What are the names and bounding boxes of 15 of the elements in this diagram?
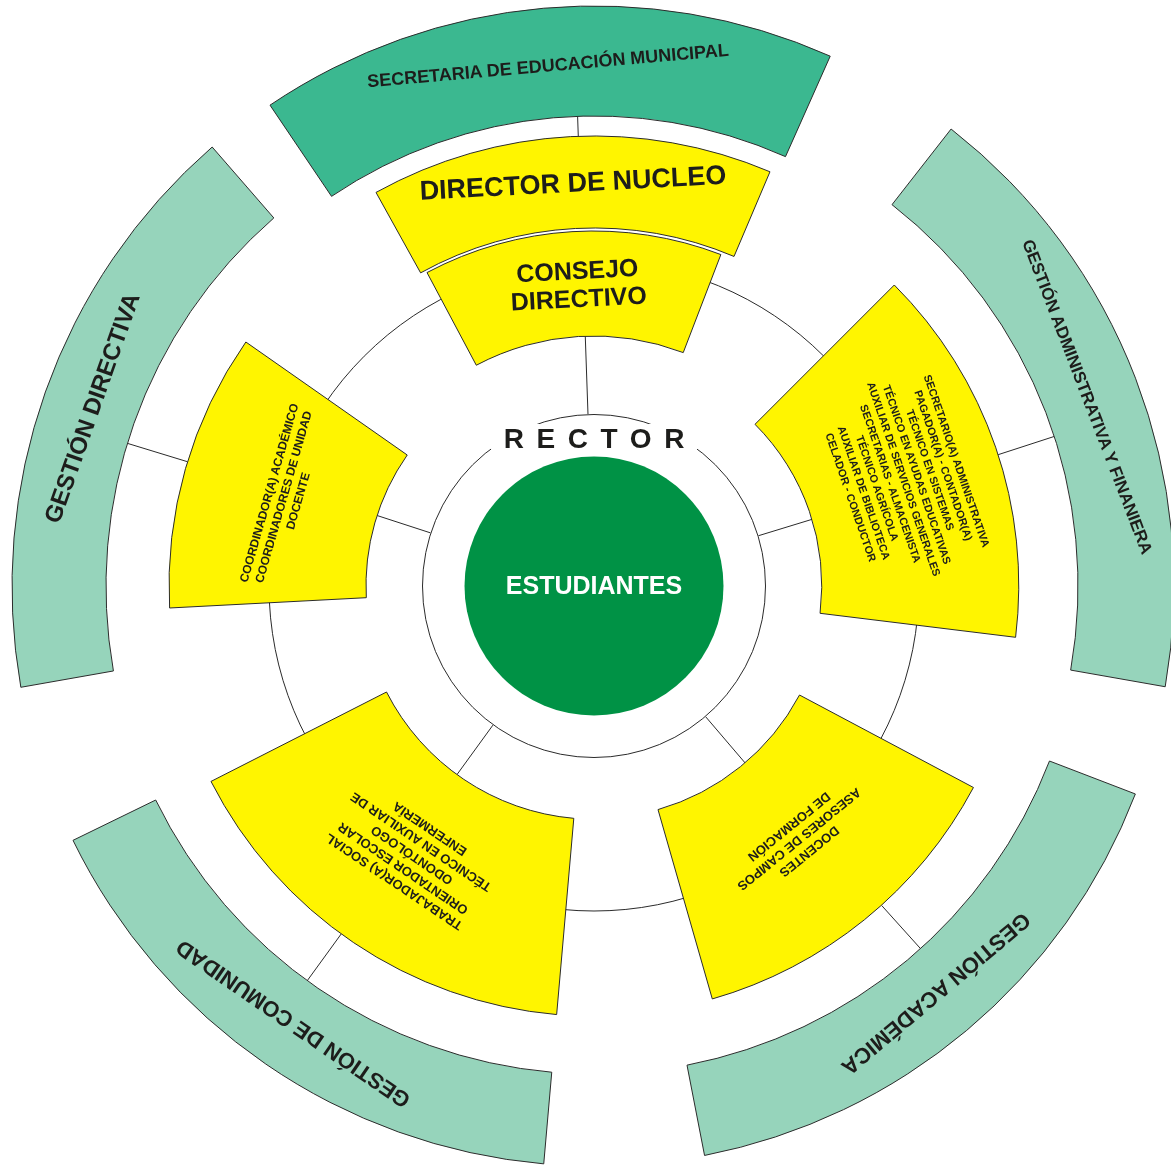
connector-line xyxy=(126,442,189,463)
band-title: SECRETARIA DE EDUCACIÓN MUNICIPAL xyxy=(366,38,731,94)
connector-line xyxy=(376,515,431,534)
connector-line xyxy=(705,716,746,764)
rector-label: RECTOR xyxy=(503,424,697,454)
connector-line xyxy=(456,724,494,775)
connector-line xyxy=(577,115,579,137)
connector-line xyxy=(758,518,813,537)
connector-line xyxy=(306,933,342,982)
connector-line xyxy=(584,335,589,415)
band-title: CONSEJO DIRECTIVO xyxy=(509,252,649,317)
connector-line xyxy=(881,905,922,950)
center-label: ESTUDIANTES xyxy=(505,570,683,602)
band-title: DIRECTOR DE NUCLEO xyxy=(418,158,728,208)
connector-line xyxy=(997,435,1055,456)
